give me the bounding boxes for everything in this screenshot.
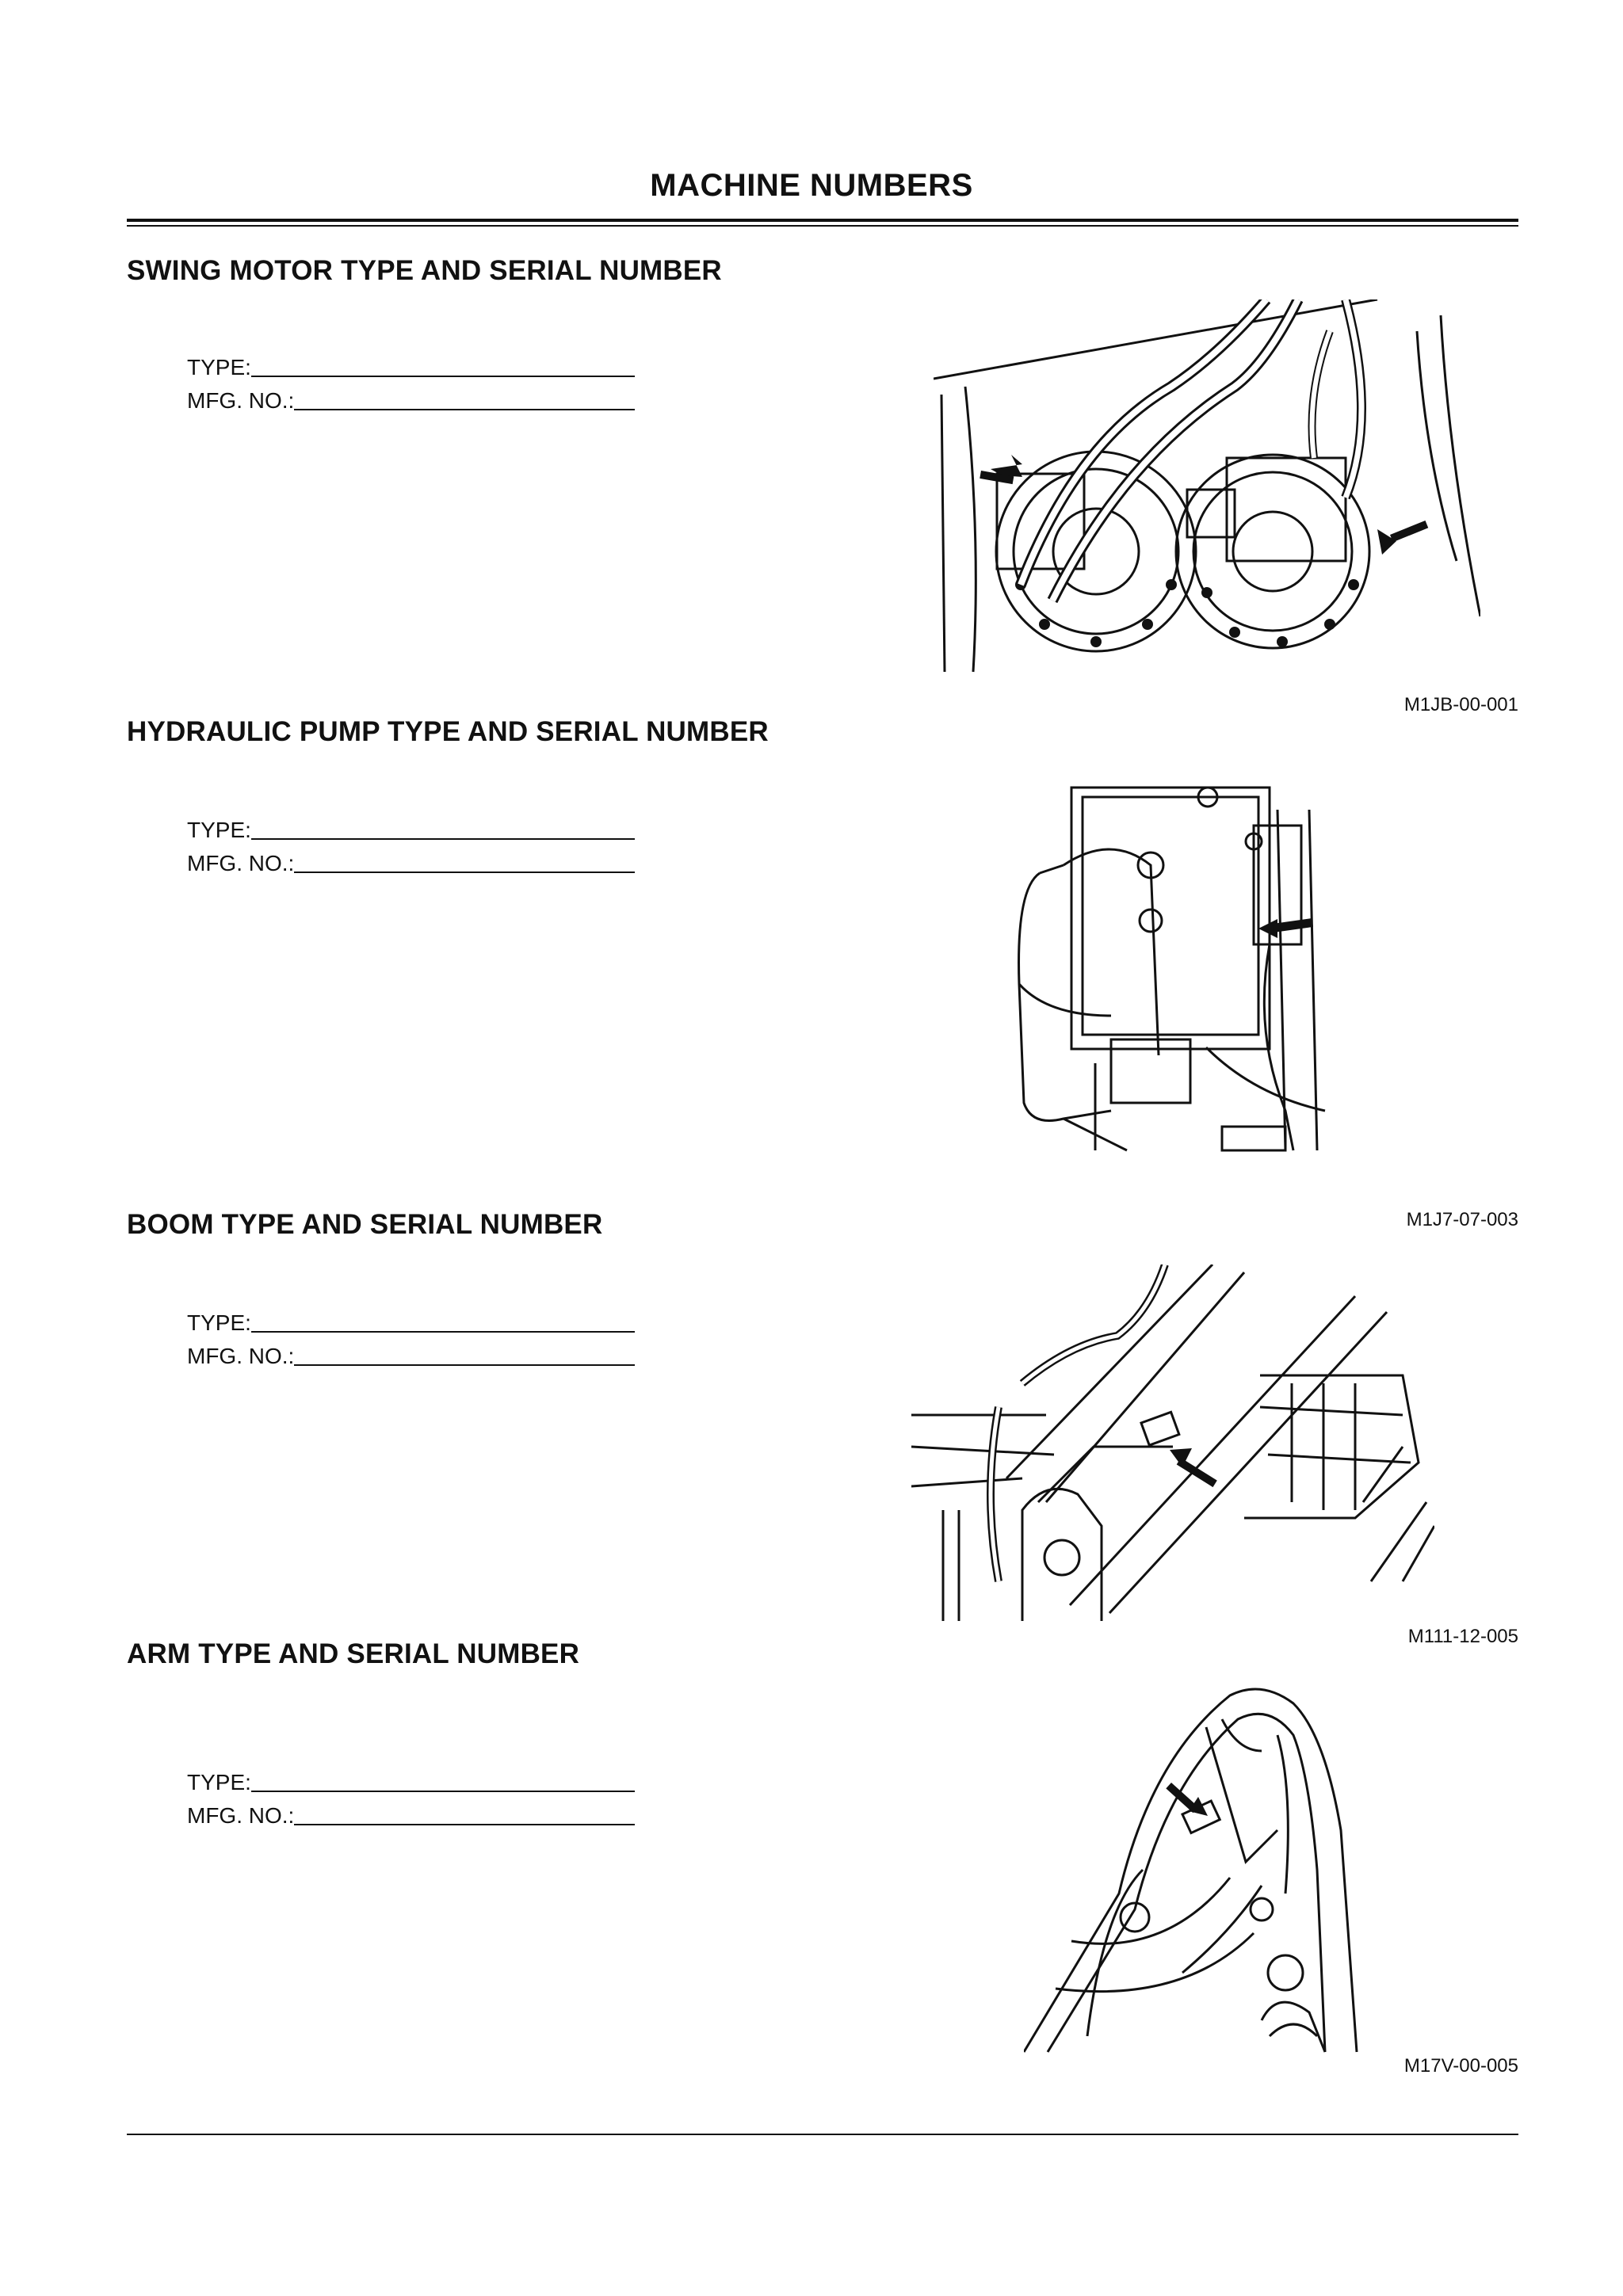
section-heading-swing-motor: SWING MOTOR TYPE AND SERIAL NUMBER: [127, 255, 722, 286]
arm-illustration: [1024, 1672, 1381, 2060]
footer-rule: [127, 2134, 1518, 2135]
mfg-no-write-line[interactable]: [294, 1803, 636, 1825]
section-heading-boom: BOOM TYPE AND SERIAL NUMBER: [127, 1209, 603, 1240]
mfg-no-write-line[interactable]: [294, 1344, 636, 1366]
mfg-no-label: MFG. NO.:: [187, 1803, 295, 1828]
section-heading-arm: ARM TYPE AND SERIAL NUMBER: [127, 1638, 580, 1669]
hydraulic-pump-mfg-field[interactable]: MFG. NO.:: [187, 851, 636, 878]
boom-mfg-field[interactable]: MFG. NO.:: [187, 1344, 636, 1371]
type-label: TYPE:: [187, 355, 251, 379]
type-write-line[interactable]: [250, 355, 635, 377]
section-heading-hydraulic-pump: HYDRAULIC PUMP TYPE AND SERIAL NUMBER: [127, 716, 769, 747]
type-label: TYPE:: [187, 1310, 251, 1335]
page-title: MACHINE NUMBERS: [650, 168, 973, 203]
mfg-no-label: MFG. NO.:: [187, 388, 295, 413]
mfg-no-write-line[interactable]: [294, 851, 636, 873]
type-write-line[interactable]: [250, 1310, 635, 1333]
figure-code-hydraulic-pump: M1J7-07-003: [1406, 1209, 1518, 1230]
title-rule-thick: [127, 219, 1518, 222]
hydraulic-pump-illustration: [1016, 778, 1333, 1158]
hydraulic-pump-type-field[interactable]: TYPE:: [187, 818, 635, 845]
mfg-no-label: MFG. NO.:: [187, 1344, 295, 1368]
title-rule-thin: [127, 225, 1518, 227]
swing-motor-mfg-field[interactable]: MFG. NO.:: [187, 388, 636, 415]
swing-motor-illustration: [934, 299, 1480, 681]
figure-code-arm: M17V-00-005: [1403, 2055, 1518, 2077]
type-label: TYPE:: [187, 1770, 251, 1794]
boom-type-field[interactable]: TYPE:: [187, 1310, 635, 1337]
mfg-no-write-line[interactable]: [294, 388, 636, 410]
swing-motor-type-field[interactable]: TYPE:: [187, 355, 635, 382]
type-label: TYPE:: [187, 818, 251, 842]
mfg-no-label: MFG. NO.:: [187, 851, 295, 875]
figure-code-boom: M111-12-005: [1407, 1626, 1518, 1647]
figure-code-swing-motor: M1JB-00-001: [1403, 694, 1518, 715]
boom-illustration: [911, 1264, 1434, 1621]
arm-mfg-field[interactable]: MFG. NO.:: [187, 1803, 636, 1830]
type-write-line[interactable]: [250, 1770, 635, 1792]
type-write-line[interactable]: [250, 818, 635, 840]
arm-type-field[interactable]: TYPE:: [187, 1770, 635, 1797]
